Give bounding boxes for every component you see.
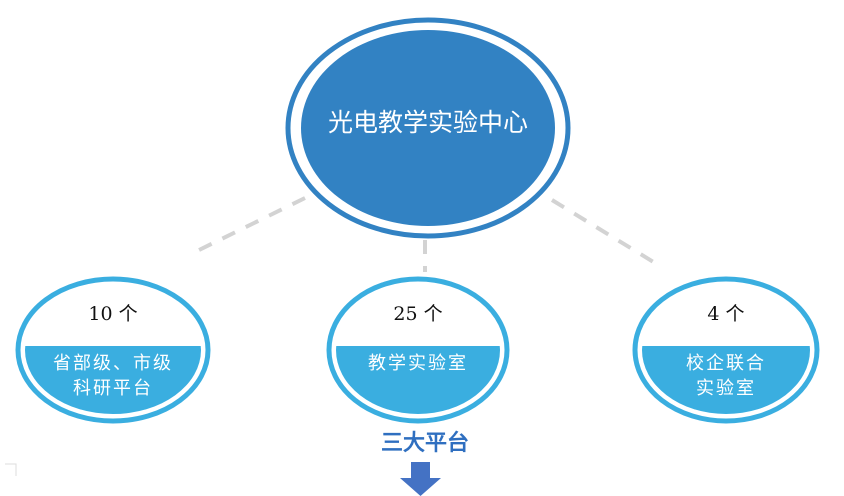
- connectors: [194, 196, 662, 272]
- corner-mark: [5, 463, 17, 476]
- node-label-line: 实验室: [696, 378, 756, 399]
- node-label-line: 教学实验室: [368, 353, 468, 374]
- node-industry-labs: 4 个 校企联合 实验室: [632, 276, 820, 424]
- center-label: 光电教学实验中心: [328, 108, 528, 137]
- node-count: 10 个: [88, 303, 137, 325]
- node-count: 4 个: [707, 303, 744, 325]
- node-label-line: 校企联合: [686, 353, 766, 374]
- node-teaching-labs: 25 个 教学实验室: [326, 276, 510, 424]
- connector-left: [194, 196, 306, 254]
- node-provincial-platforms: 10 个 省部级、市级 科研平台: [15, 276, 211, 424]
- node-label-line: 科研平台: [73, 378, 153, 399]
- node-label-line: 省部级、市级: [53, 353, 173, 374]
- three-platforms-label: 三大平台: [381, 430, 469, 456]
- center-node: 光电教学实验中心: [285, 17, 571, 239]
- connector-right: [550, 198, 662, 268]
- arrow-down-icon: [400, 462, 441, 496]
- node-count: 25 个: [393, 303, 442, 325]
